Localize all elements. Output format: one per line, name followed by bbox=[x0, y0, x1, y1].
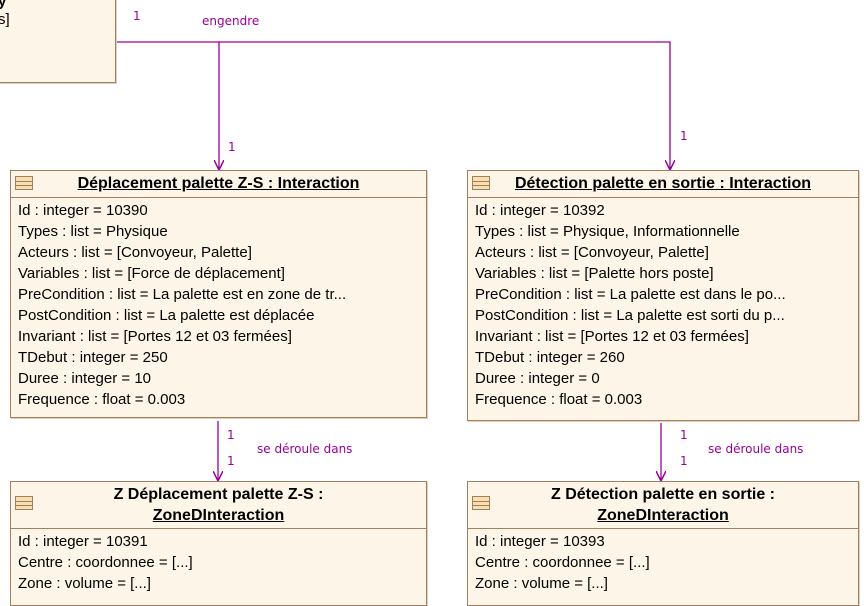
attribute: Invariant : list = [Portes 12 et 03 ferm… bbox=[475, 328, 749, 345]
attribute: Zone : volume = [...] bbox=[18, 575, 151, 592]
attribute: Invariant : list = [Portes 12 et 03 ferm… bbox=[18, 328, 292, 345]
class-icon bbox=[472, 496, 490, 510]
class-box-zone-detection[interactable]: Z Détection palette en sortie : ZoneDInt… bbox=[467, 481, 859, 606]
attribute: Acteurs : list = [Convoyeur, Palette] bbox=[475, 244, 709, 261]
attribute: PreCondition : list = La palette est dan… bbox=[475, 286, 786, 303]
engendre-line-right bbox=[219, 41, 670, 169]
attribute: Types : list = Physique bbox=[18, 223, 168, 240]
deroule-right-multiplicity-top: 1 bbox=[680, 428, 688, 442]
class-icon bbox=[472, 176, 490, 190]
deroule-left-label: se déroule dans bbox=[257, 442, 353, 456]
attribute: Duree : integer = 0 bbox=[475, 370, 600, 387]
class-header: Détection palette en sortie : Interactio… bbox=[468, 171, 858, 198]
attribute: Id : integer = 10391 bbox=[18, 533, 148, 550]
class-title: Détection palette en sortie : Interactio… bbox=[514, 175, 812, 192]
attribute-list: Id : integer = 10391 Centre : coordonnee… bbox=[11, 529, 426, 594]
class-title-line-2: ZoneDInteraction bbox=[152, 507, 285, 524]
attribute: Zone : volume = [...] bbox=[475, 575, 608, 592]
engendre-multiplicity-left: 1 bbox=[228, 140, 236, 154]
attribute: Frequence : float = 0.003 bbox=[18, 391, 186, 408]
attribute: Id : integer = 10392 bbox=[475, 202, 605, 219]
class-icon bbox=[15, 496, 33, 510]
attribute: Id : integer = 10393 bbox=[475, 533, 605, 550]
attribute: Variables : list = [Palette hors poste] bbox=[475, 265, 714, 282]
class-box-detection-palette[interactable]: Détection palette en sortie : Interactio… bbox=[467, 170, 859, 421]
class-header: Z Détection palette en sortie : ZoneDInt… bbox=[468, 482, 858, 529]
partial-box-text-2: s] bbox=[0, 11, 10, 28]
attribute-list: Id : integer = 10390 Types : list = Phys… bbox=[11, 198, 426, 410]
class-title-line-1: Z Déplacement palette Z-S : bbox=[113, 486, 324, 503]
class-icon bbox=[15, 176, 33, 190]
attribute-list: Id : integer = 10393 Centre : coordonnee… bbox=[468, 529, 858, 594]
engendre-multiplicity-right: 1 bbox=[680, 129, 688, 143]
attribute: Centre : coordonnee = [...] bbox=[18, 554, 193, 571]
deroule-right-multiplicity-bottom: 1 bbox=[680, 454, 688, 468]
attribute: Types : list = Physique, Informationnell… bbox=[475, 223, 740, 240]
attribute-list: Id : integer = 10392 Types : list = Phys… bbox=[468, 198, 858, 410]
class-title: Déplacement palette Z-S : Interaction bbox=[77, 175, 360, 192]
class-box-partial-top-left[interactable]: y s] bbox=[0, 0, 116, 83]
class-box-deplacement-palette[interactable]: Déplacement palette Z-S : Interaction Id… bbox=[10, 170, 427, 418]
class-header: Z Déplacement palette Z-S : ZoneDInterac… bbox=[11, 482, 426, 529]
attribute: TDebut : integer = 260 bbox=[475, 349, 625, 366]
attribute: PostCondition : list = La palette est so… bbox=[475, 307, 785, 324]
attribute: Acteurs : list = [Convoyeur, Palette] bbox=[18, 244, 252, 261]
class-box-zone-deplacement[interactable]: Z Déplacement palette Z-S : ZoneDInterac… bbox=[10, 481, 427, 606]
attribute: TDebut : integer = 250 bbox=[18, 349, 168, 366]
class-header: Déplacement palette Z-S : Interaction bbox=[11, 171, 426, 198]
class-title-line-1: Z Détection palette en sortie : bbox=[550, 486, 776, 503]
engendre-label: engendre bbox=[202, 14, 260, 28]
attribute: Frequence : float = 0.003 bbox=[475, 391, 643, 408]
attribute: Variables : list = [Force de déplacement… bbox=[18, 265, 285, 282]
engendre-line-left bbox=[116, 41, 219, 169]
attribute: PreCondition : list = La palette est en … bbox=[18, 286, 347, 303]
attribute: Centre : coordonnee = [...] bbox=[475, 554, 650, 571]
attribute: Duree : integer = 10 bbox=[18, 370, 152, 387]
engendre-multiplicity-source: 1 bbox=[133, 9, 141, 23]
class-title-line-2: ZoneDInteraction bbox=[597, 507, 729, 524]
partial-box-text-1: y bbox=[0, 0, 7, 10]
deroule-left-multiplicity-top: 1 bbox=[227, 428, 235, 442]
deroule-right-label: se déroule dans bbox=[708, 442, 804, 456]
deroule-left-multiplicity-bottom: 1 bbox=[227, 454, 235, 468]
attribute: Id : integer = 10390 bbox=[18, 202, 148, 219]
attribute: PostCondition : list = La palette est dé… bbox=[18, 307, 315, 324]
